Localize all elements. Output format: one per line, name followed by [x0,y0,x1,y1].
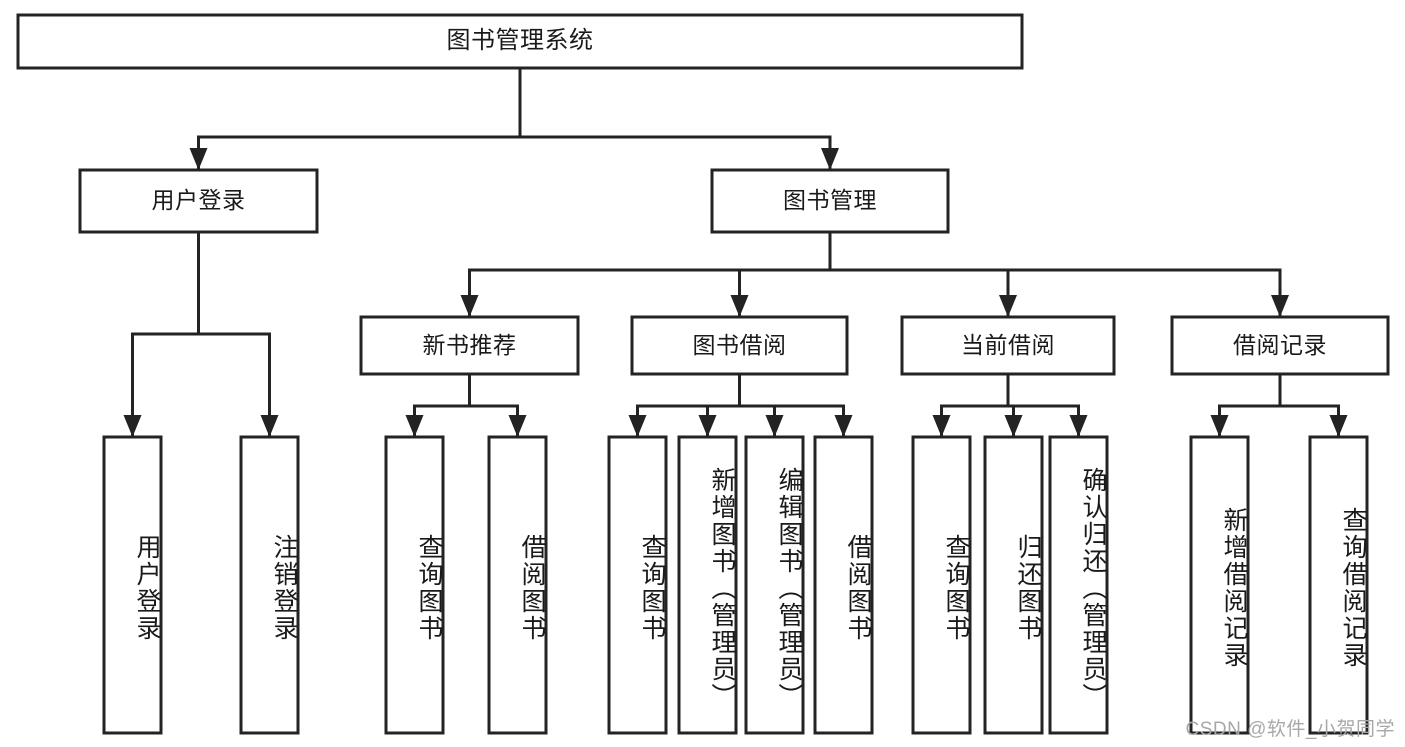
node-box-l-bor4[interactable] [813,435,874,735]
node-box-n-current[interactable] [900,315,1116,376]
arrow-head-icon [730,295,749,317]
node-box-l-cur3[interactable] [1048,435,1109,735]
node-boxes-group [16,13,1390,735]
arrow-head-icon [834,415,853,437]
node-box-l-cur2[interactable] [983,435,1044,735]
arrow-head-icon [460,295,479,317]
node-box-l-new1[interactable] [384,435,445,735]
node-box-n-newbook[interactable] [359,315,580,376]
node-box-l-bor1[interactable] [607,435,668,735]
connector-lines-group [123,66,1348,439]
arrow-head-icon [508,415,527,437]
node-box-l-new2[interactable] [487,435,548,735]
watermark-text: CSDN @软件_小贺同学 [1185,719,1395,740]
arrow-head-icon [821,148,839,170]
node-box-l-rec1[interactable] [1189,435,1250,735]
arrow-head-icon [628,415,647,437]
arrow-head-icon [765,415,784,437]
arrow-head-icon [189,148,208,170]
node-box-l-login2[interactable] [239,435,300,735]
arrow-head-icon [260,415,279,437]
node-box-root[interactable] [16,13,1024,70]
arrow-head-icon [999,295,1017,317]
arrow-head-icon [123,415,142,437]
node-box-l-cur1[interactable] [911,435,972,735]
node-box-l-bor2[interactable] [677,435,738,735]
node-box-n-login[interactable] [78,168,319,234]
arrow-head-icon [932,415,951,437]
arrow-head-icon [1329,415,1348,437]
arrow-head-icon [1004,415,1023,437]
node-box-l-rec2[interactable] [1308,435,1369,735]
arrow-head-icon [1210,415,1229,437]
arrow-head-icon [698,415,717,437]
node-box-n-record[interactable] [1170,315,1390,376]
node-box-n-bookmgmt[interactable] [710,168,950,234]
node-box-n-borrow[interactable] [630,315,849,376]
node-box-l-bor3[interactable] [744,435,805,735]
arrow-head-icon [1271,295,1289,317]
node-box-l-login1[interactable] [102,435,163,735]
arrow-head-icon [1069,415,1088,437]
arrow-head-icon [405,415,424,437]
